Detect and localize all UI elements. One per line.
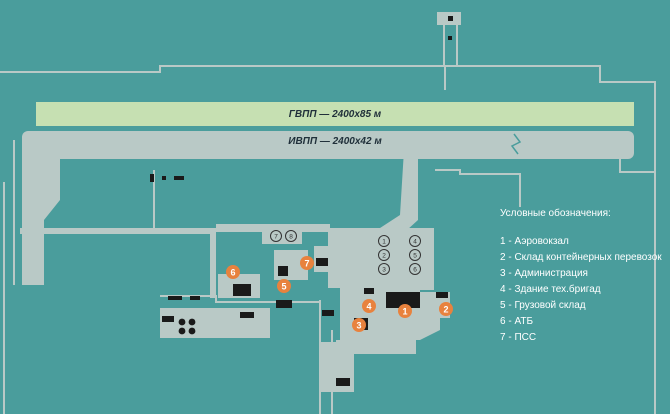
stand-8: 8 (285, 230, 297, 242)
marker-6: 6 (226, 265, 240, 279)
tower-window (448, 16, 453, 21)
svg-text:4: 4 (413, 239, 417, 246)
marker-7: 7 (300, 256, 314, 270)
svg-text:5: 5 (281, 282, 286, 292)
stand-4: 4 (409, 235, 421, 247)
legend-item-container-warehouse: 2 - Склад контейнерных перевозок (500, 252, 662, 263)
tower-post (448, 36, 452, 40)
stand-7: 7 (270, 230, 282, 242)
svg-text:2: 2 (382, 253, 386, 260)
marker-3: 3 (352, 318, 366, 332)
aircraft-stands: 1 2 3 4 5 6 7 8 (270, 230, 421, 275)
marker-1: 1 (398, 304, 412, 318)
svg-text:5: 5 (413, 253, 417, 260)
svg-text:7: 7 (304, 259, 309, 269)
legend-item-pss: 7 - ПСС (500, 332, 537, 343)
stand-6: 6 (409, 263, 421, 275)
svg-text:1: 1 (382, 239, 386, 246)
stand-1: 1 (378, 235, 390, 247)
runway-ivpp (22, 131, 634, 159)
marker-2: 2 (439, 302, 453, 316)
stand-5: 5 (409, 249, 421, 261)
runway-gvpp (36, 102, 634, 126)
legend-item-atb: 6 - АТБ (500, 316, 534, 327)
svg-text:6: 6 (230, 268, 235, 278)
runway-ivpp-label: ИВПП — 2400х42 м (288, 136, 382, 147)
svg-text:6: 6 (413, 267, 417, 274)
svg-text:3: 3 (382, 267, 386, 274)
svg-text:7: 7 (274, 234, 278, 241)
svg-text:4: 4 (366, 302, 371, 312)
marker-5: 5 (277, 279, 291, 293)
stand-3: 3 (378, 263, 390, 275)
legend-item-administration: 3 - Администрация (500, 268, 588, 279)
svg-text:8: 8 (289, 234, 293, 241)
legend-item-terminal: 1 - Аэровокзал (500, 236, 569, 247)
svg-text:3: 3 (356, 321, 361, 331)
legend-title: Условные обозначения: (500, 208, 611, 219)
stand-2: 2 (378, 249, 390, 261)
legend-item-tech-crews: 4 - Здание тех.бригад (500, 284, 601, 295)
marker-4: 4 (362, 299, 376, 313)
runway-break-mark (510, 133, 522, 155)
svg-text:1: 1 (402, 307, 407, 317)
map-legend: Условные обозначения: 1 - Аэровокзал 2 -… (500, 206, 670, 346)
legend-item-cargo-warehouse: 5 - Грузовой склад (500, 300, 586, 311)
svg-text:2: 2 (443, 305, 448, 315)
facility-markers: 1 2 3 4 5 6 7 (226, 256, 453, 332)
runway-gvpp-label: ГВПП — 2400х85 м (289, 109, 382, 120)
